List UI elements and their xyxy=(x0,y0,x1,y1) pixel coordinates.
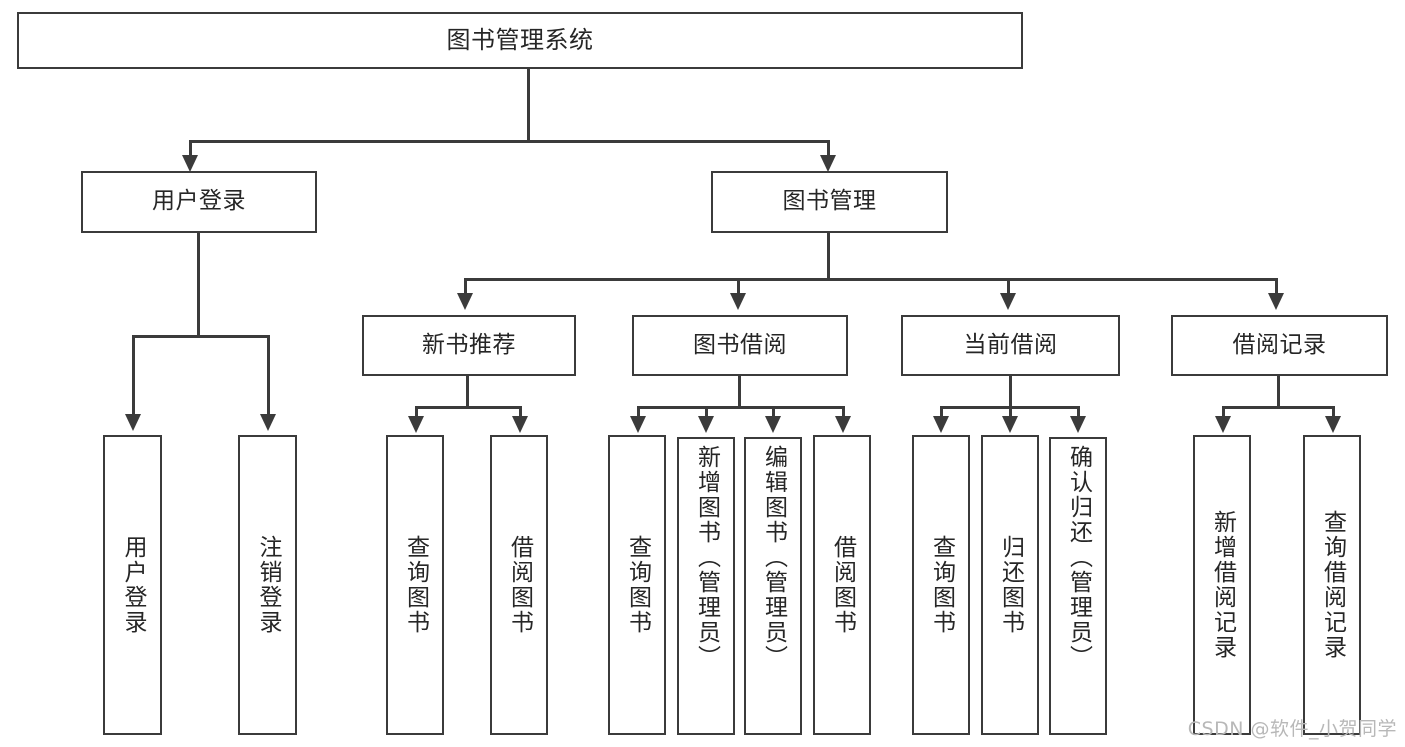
connector-borrow-record-drop-2 xyxy=(1332,406,1335,422)
arrow-to-leaf-query-book-3 xyxy=(933,416,949,433)
connector-book-borrow-drop-2 xyxy=(705,406,708,422)
connector-current-borrow-drop-3 xyxy=(1077,406,1080,422)
node-new-book-recommend[interactable]: 新书推荐 xyxy=(362,315,576,376)
node-leaf-borrow-book-2[interactable]: 借阅图书 xyxy=(813,435,871,735)
node-leaf-logout-login[interactable]: 注销登录 xyxy=(238,435,297,735)
node-leaf-query-record[interactable]: 查询借阅记录 xyxy=(1303,435,1361,735)
node-label: 查询图书 xyxy=(624,535,651,635)
connector-new-book-drop-1 xyxy=(415,406,418,422)
node-leaf-confirm-return[interactable]: 确认归还（管理员） xyxy=(1049,437,1107,735)
node-book-borrow[interactable]: 图书借阅 xyxy=(632,315,848,376)
node-leaf-borrow-book-1[interactable]: 借阅图书 xyxy=(490,435,548,735)
arrow-to-book-borrow xyxy=(730,293,746,310)
connector-new-book-stem xyxy=(466,375,469,409)
node-leaf-add-book[interactable]: 新增图书（管理员） xyxy=(677,437,735,735)
node-leaf-query-book-1[interactable]: 查询图书 xyxy=(386,435,444,735)
arrow-to-current-borrow xyxy=(1000,293,1016,310)
arrow-to-leaf-edit-book xyxy=(765,416,781,433)
node-label: 借阅图书 xyxy=(506,535,533,635)
arrow-to-leaf-borrow-book-1 xyxy=(512,416,528,433)
node-label: 新增图书（管理员） xyxy=(693,445,720,670)
connector-book-manage-drop-2 xyxy=(737,278,740,300)
connector-user-login-stem xyxy=(197,232,200,338)
node-label: 查询图书 xyxy=(928,535,955,635)
node-label: 归还图书 xyxy=(997,535,1024,635)
node-book-manage[interactable]: 图书管理 xyxy=(711,171,948,233)
connector-borrow-record-bus xyxy=(1222,406,1335,409)
connector-book-borrow-drop-4 xyxy=(842,406,845,422)
connector-user-login-drop-2 xyxy=(267,335,270,420)
connector-current-borrow-stem xyxy=(1009,375,1012,409)
node-label: 图书管理系统 xyxy=(446,26,594,55)
connector-book-manage-drop-3 xyxy=(1007,278,1010,300)
connector-root-bus xyxy=(189,140,830,143)
arrow-to-leaf-add-record xyxy=(1215,416,1231,433)
arrow-to-book-manage xyxy=(820,155,836,172)
arrow-to-user-login xyxy=(182,155,198,172)
arrow-to-leaf-query-record xyxy=(1325,416,1341,433)
node-label: 查询图书 xyxy=(402,535,429,635)
connector-new-book-drop-2 xyxy=(519,406,522,422)
node-label: 用户登录 xyxy=(152,188,246,215)
node-label: 新书推荐 xyxy=(422,331,516,358)
connector-book-manage-bus xyxy=(464,278,1278,281)
connector-user-login-bus xyxy=(132,335,270,338)
node-leaf-query-book-3[interactable]: 查询图书 xyxy=(912,435,970,735)
node-label: 借阅图书 xyxy=(829,535,856,635)
connector-book-borrow-drop-1 xyxy=(637,406,640,422)
node-borrow-record[interactable]: 借阅记录 xyxy=(1171,315,1388,376)
node-label: 用户登录 xyxy=(120,535,146,635)
connector-new-book-bus xyxy=(415,406,522,409)
arrow-to-leaf-user-login xyxy=(125,414,141,431)
node-label: 图书借阅 xyxy=(693,331,787,358)
connector-book-borrow-drop-3 xyxy=(772,406,775,422)
arrow-to-leaf-return-book xyxy=(1002,416,1018,433)
connector-book-manage-drop-4 xyxy=(1275,278,1278,300)
node-current-borrow[interactable]: 当前借阅 xyxy=(901,315,1120,376)
arrow-to-leaf-query-book-1 xyxy=(408,416,424,433)
node-leaf-return-book[interactable]: 归还图书 xyxy=(981,435,1039,735)
node-leaf-user-login[interactable]: 用户登录 xyxy=(103,435,162,735)
node-leaf-edit-book[interactable]: 编辑图书（管理员） xyxy=(744,437,802,735)
connector-user-login-drop-1 xyxy=(132,335,135,420)
csdn-watermark: CSDN @软件_小贺同学 xyxy=(1187,718,1397,740)
node-leaf-query-book-2[interactable]: 查询图书 xyxy=(608,435,666,735)
connector-current-borrow-drop-2 xyxy=(1009,406,1012,422)
node-book-management-system[interactable]: 图书管理系统 xyxy=(17,12,1023,69)
connector-book-manage-stem xyxy=(827,232,830,280)
connector-root-drop-left xyxy=(189,140,192,162)
connector-current-borrow-drop-1 xyxy=(940,406,943,422)
arrow-to-leaf-borrow-book-2 xyxy=(835,416,851,433)
arrow-to-new-book-recommend xyxy=(457,293,473,310)
arrow-to-leaf-logout-login xyxy=(260,414,276,431)
connector-book-manage-drop-1 xyxy=(464,278,467,300)
connector-borrow-record-stem xyxy=(1277,375,1280,409)
arrow-to-borrow-record xyxy=(1268,293,1284,310)
arrow-to-leaf-confirm-return xyxy=(1070,416,1086,433)
connector-root-drop-right xyxy=(827,140,830,162)
node-label: 查询借阅记录 xyxy=(1319,510,1346,660)
node-label: 注销登录 xyxy=(255,535,281,635)
node-label: 图书管理 xyxy=(782,188,877,215)
connector-borrow-record-drop-1 xyxy=(1222,406,1225,422)
node-label: 确认归还（管理员） xyxy=(1065,445,1092,670)
node-user-login[interactable]: 用户登录 xyxy=(81,171,317,233)
node-label: 新增借阅记录 xyxy=(1209,510,1236,660)
node-leaf-add-record[interactable]: 新增借阅记录 xyxy=(1193,435,1251,735)
connector-book-borrow-stem xyxy=(738,375,741,409)
node-label: 当前借阅 xyxy=(963,331,1058,358)
connector-book-borrow-bus xyxy=(637,406,845,409)
node-label: 借阅记录 xyxy=(1232,331,1327,358)
arrow-to-leaf-query-book-2 xyxy=(630,416,646,433)
connector-root-stem xyxy=(527,68,530,143)
node-label: 编辑图书（管理员） xyxy=(760,445,787,670)
arrow-to-leaf-add-book xyxy=(698,416,714,433)
